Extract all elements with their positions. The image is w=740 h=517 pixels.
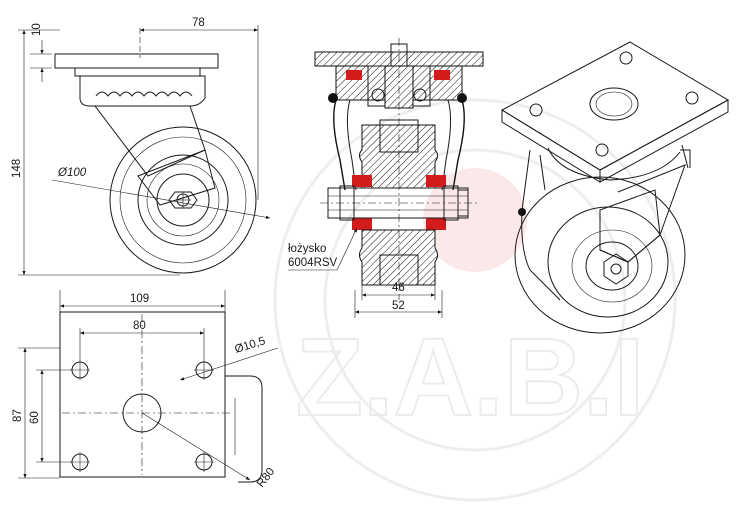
- bearing-seal: [426, 218, 446, 230]
- bolt-hole: [70, 452, 90, 472]
- isometric-view: [500, 41, 730, 334]
- bolt-hole: [194, 452, 214, 472]
- top-view: [59, 311, 263, 483]
- dim-hole-diameter: Ø10,5: [233, 335, 266, 356]
- dim-plate-offset: 78: [192, 17, 205, 29]
- bolt-hole: [70, 360, 90, 380]
- side-view: [54, 28, 257, 274]
- bearing-seal: [352, 218, 372, 230]
- top-view-dimensions: 109 80 Ø10,5 87 60 R80: [12, 290, 279, 490]
- side-view-dimensions: 10 148 78 Ø100: [11, 17, 271, 276]
- bearing-seal: [434, 70, 450, 80]
- bearing-seal: [426, 175, 446, 187]
- dim-hole-spacing-x: 80: [133, 320, 146, 332]
- dim-wheel-width: 52: [392, 300, 405, 312]
- dim-hole-spacing-y: 60: [29, 411, 41, 424]
- dim-overall-height: 148: [11, 159, 23, 178]
- dim-hub-width: 46: [392, 282, 405, 294]
- section-view-dimensions: 46 52 łożysko 6004RSV: [288, 227, 443, 318]
- watermark: Z.A.B.I: [273, 98, 677, 502]
- watermark-text: Z.A.B.I: [296, 316, 644, 439]
- dim-swivel-radius: R80: [255, 466, 277, 490]
- dim-plate-width: 109: [130, 293, 149, 305]
- label-bearing-line1: łożysko: [288, 243, 326, 255]
- dim-plate-depth: 87: [12, 409, 24, 422]
- label-bearing-line2: 6004RSV: [288, 257, 338, 269]
- dim-wheel-diameter: Ø100: [57, 167, 87, 179]
- bearing-seal: [346, 70, 362, 80]
- bearing-seal: [352, 175, 372, 187]
- section-view: [314, 38, 484, 300]
- dim-plate-thickness: 10: [31, 23, 43, 36]
